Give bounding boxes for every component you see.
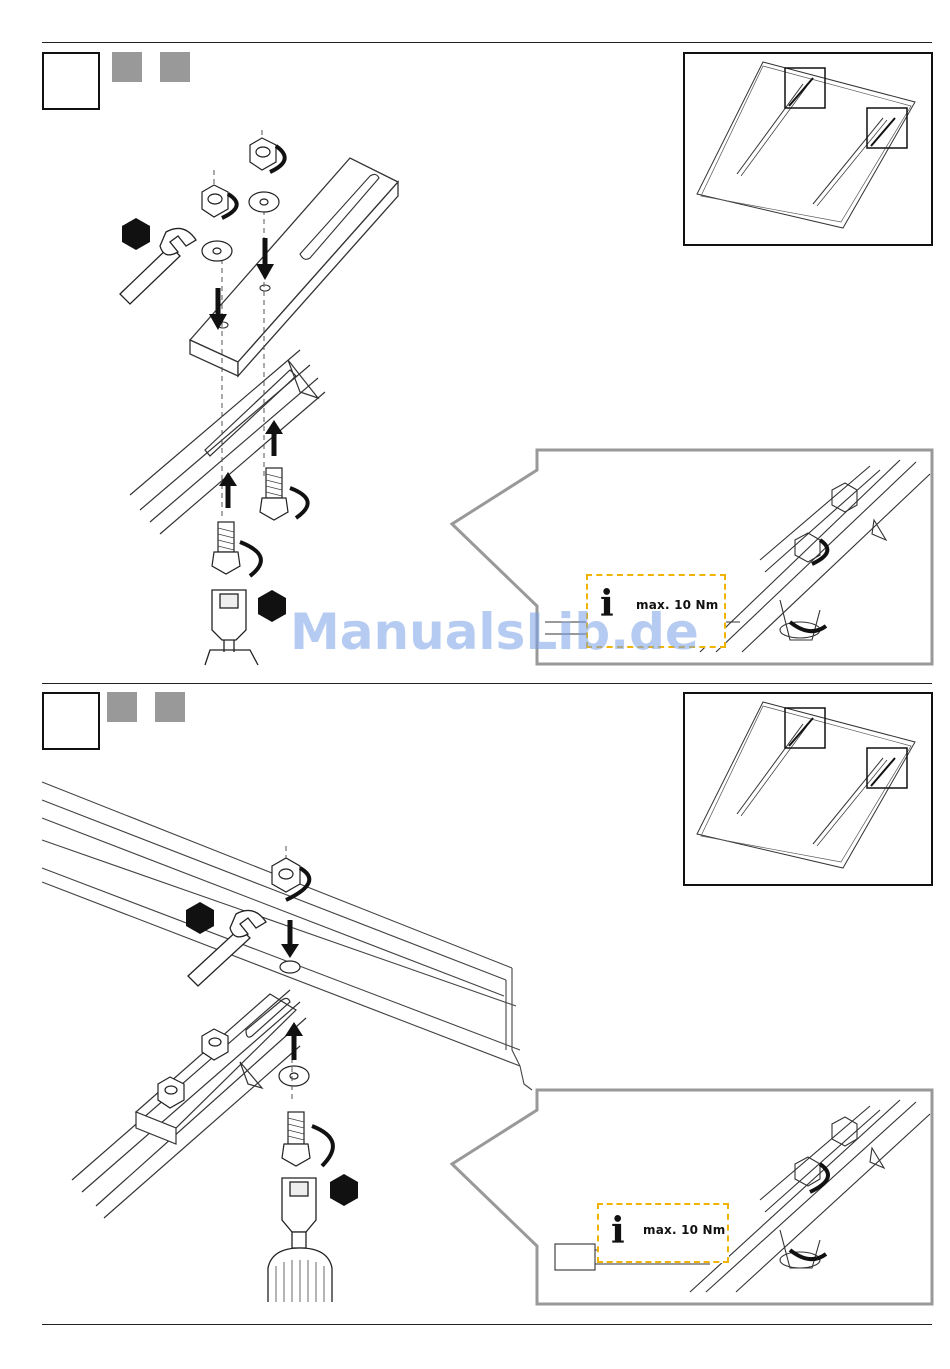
torque-label: max. 10 Nm [643, 1223, 726, 1237]
torque-info-box-2: i max. 10 Nm [597, 1203, 729, 1263]
info-icon: i [611, 1213, 625, 1249]
